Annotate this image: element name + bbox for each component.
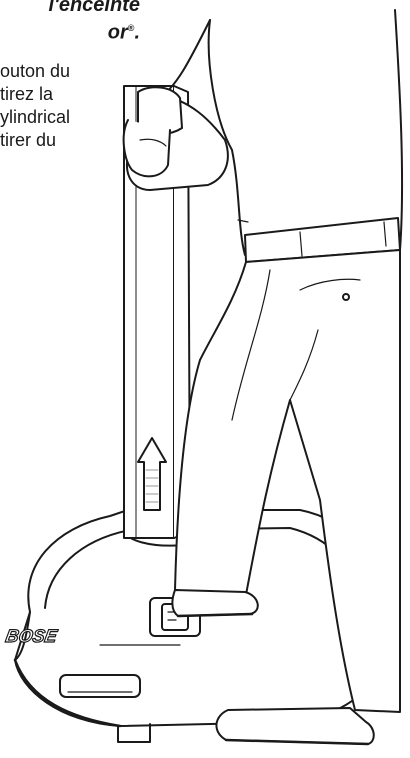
instruction-text: outon du tirez la ylindrical tirer du <box>0 60 170 152</box>
instruction-line-2: tirez la <box>0 83 170 106</box>
base-logo: BOSE <box>4 626 59 646</box>
instruction-line-4: tirer du <box>0 129 170 152</box>
heading-line-1: l'enceinte <box>0 0 140 17</box>
heading-line-2-text: or <box>108 22 128 44</box>
instruction-line-1: outon du <box>0 60 170 83</box>
heading-line-2-end: . <box>134 22 140 44</box>
base-handle-slot <box>60 675 140 697</box>
heading-line-2: or®. <box>0 17 140 45</box>
instruction-line-3: ylindrical <box>0 106 170 129</box>
section-heading: l'enceinte or®. <box>0 0 140 45</box>
